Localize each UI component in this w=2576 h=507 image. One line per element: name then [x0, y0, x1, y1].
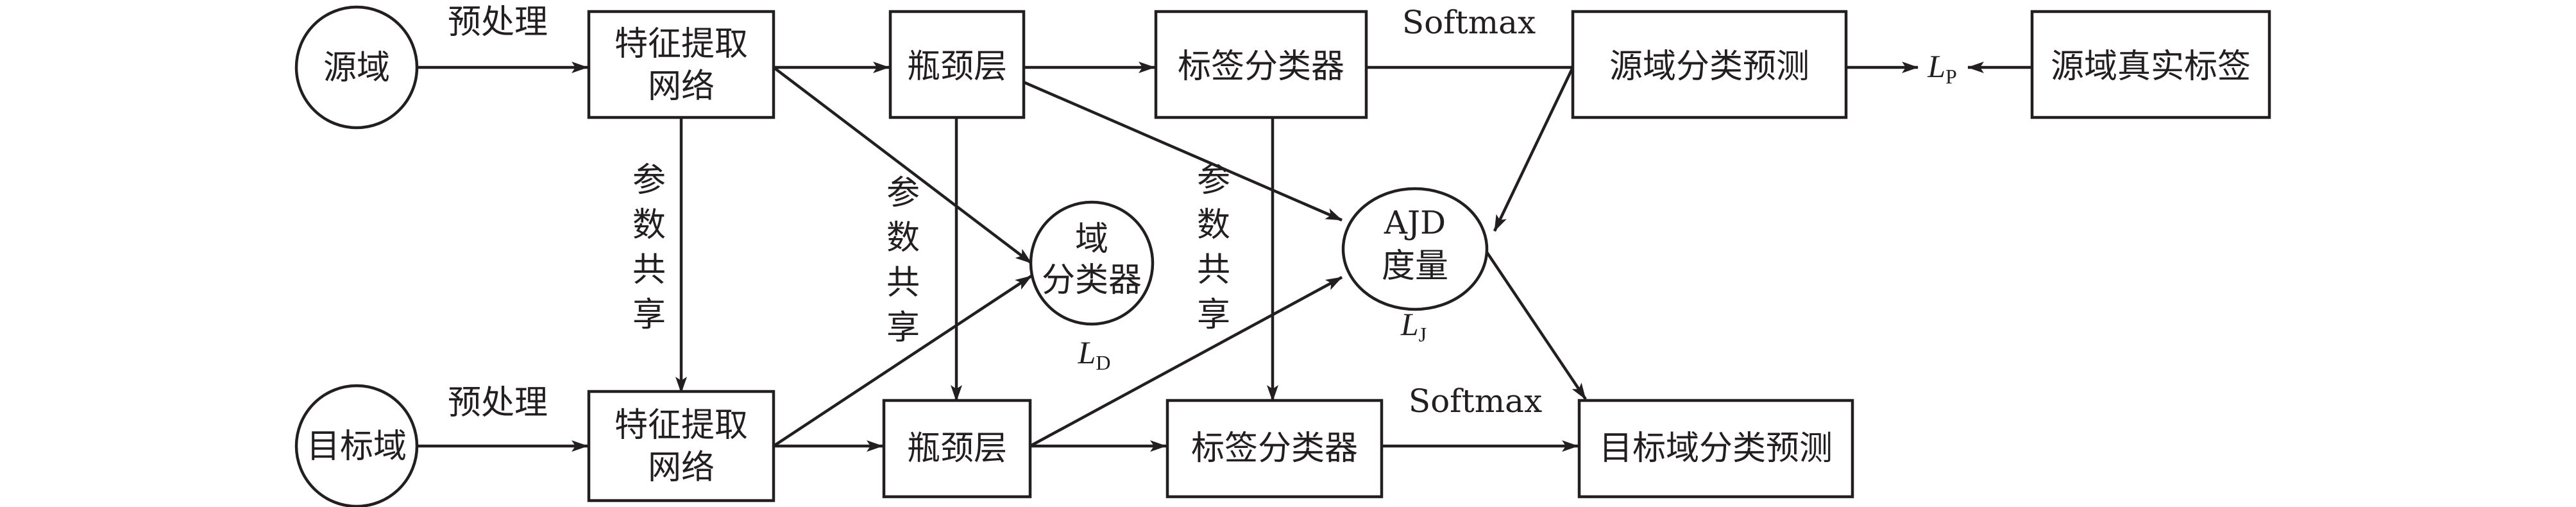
preprocess-label-bottom: 预处理 [448, 384, 548, 422]
shared-params-right-char: 共 [1197, 251, 1230, 289]
source-bottleneck-layer: 瓶颈层 [888, 10, 1026, 119]
shared-params-left-char: 参 [632, 161, 666, 200]
target-bottleneck-layer: 瓶颈层 [882, 399, 1032, 499]
loss-lp-main: L [1927, 48, 1945, 84]
arrow-tgt-bottleneck-to-ajd [1029, 276, 1343, 447]
shared-params-left-char: 共 [632, 251, 666, 289]
loss-lj-label: LJ [1400, 306, 1427, 346]
shared-params-middle-char: 参 [886, 174, 920, 212]
arrow-src-feature-to-domain-classifier [772, 66, 1033, 264]
softmax-label-bottom: Softmax [1409, 382, 1542, 420]
ajd-metric-node: AJD 度量 [1341, 187, 1489, 311]
arrow-tgt-feature-to-domain-classifier [772, 275, 1033, 447]
arrow-ajd-to-tgt-prediction [1484, 249, 1587, 400]
shared-params-right-label: 参 数 共 享 [1197, 161, 1230, 334]
source-feature-label-line2: 网络 [648, 67, 715, 106]
target-domain-node: 目标域 [294, 384, 419, 507]
source-true-label-label: 源域真实标签 [2051, 47, 2251, 86]
shared-params-right-char: 参 [1197, 161, 1230, 200]
source-domain-node: 源域 [294, 5, 419, 130]
target-feature-label-line1: 特征提取 [614, 406, 748, 445]
source-feature-label-line1: 特征提取 [614, 25, 748, 64]
ajd-metric-label-line2: 度量 [1382, 247, 1448, 286]
source-label-classifier-label: 标签分类器 [1178, 47, 1344, 86]
target-label-classifier: 标签分类器 [1165, 399, 1384, 499]
arrow-src-prediction-to-ajd [1493, 67, 1575, 232]
arrow-src-bottleneck-to-ajd [1023, 80, 1343, 222]
shared-params-right-char: 数 [1197, 206, 1230, 245]
target-prediction-label: 目标域分类预测 [1599, 429, 1833, 468]
loss-ld-label: LD [1078, 334, 1111, 374]
loss-lp-label: LP [1927, 48, 1957, 88]
shared-params-left-label: 参 数 共 享 [632, 161, 666, 334]
shared-params-middle-char: 享 [886, 309, 920, 347]
source-prediction-label: 源域分类预测 [1609, 47, 1809, 86]
target-bottleneck-label: 瓶颈层 [907, 429, 1007, 468]
target-feature-label-line2: 网络 [648, 449, 715, 487]
shared-params-middle-label: 参 数 共 享 [886, 174, 920, 347]
loss-lp-sub: P [1945, 65, 1957, 88]
loss-ld-main: L [1078, 334, 1096, 370]
source-true-label-box: 源域真实标签 [2030, 10, 2271, 119]
source-label-classifier: 标签分类器 [1154, 10, 1368, 119]
shared-params-left-char: 享 [632, 296, 666, 334]
connectors [417, 62, 2031, 452]
source-bottleneck-label: 瓶颈层 [907, 47, 1007, 86]
source-prediction-box: 源域分类预测 [1571, 10, 1848, 119]
target-prediction-box: 目标域分类预测 [1577, 399, 1854, 499]
loss-ld-sub: D [1096, 351, 1110, 374]
shared-params-middle-char: 共 [886, 264, 920, 302]
shared-params-middle-char: 数 [886, 219, 920, 257]
domain-classifier-label-line1: 域 [1075, 220, 1108, 259]
source-domain-label: 源域 [323, 49, 390, 87]
target-label-classifier-label: 标签分类器 [1191, 429, 1358, 468]
domain-classifier-node: 域 分类器 [1029, 200, 1155, 326]
loss-lj-sub: J [1419, 323, 1427, 346]
shared-params-right-char: 享 [1197, 296, 1230, 334]
shared-params-left-char: 数 [632, 206, 666, 245]
softmax-label-top: Softmax [1402, 4, 1536, 41]
preprocess-label-top: 预处理 [448, 3, 548, 42]
target-domain-label: 目标域 [307, 427, 407, 466]
ajd-metric-label-line1: AJD [1384, 204, 1446, 241]
loss-lj-main: L [1400, 306, 1419, 342]
source-feature-network: 特征提取 网络 [587, 10, 775, 119]
domain-classifier-label-line2: 分类器 [1042, 261, 1142, 300]
target-feature-network: 特征提取 网络 [587, 390, 775, 503]
